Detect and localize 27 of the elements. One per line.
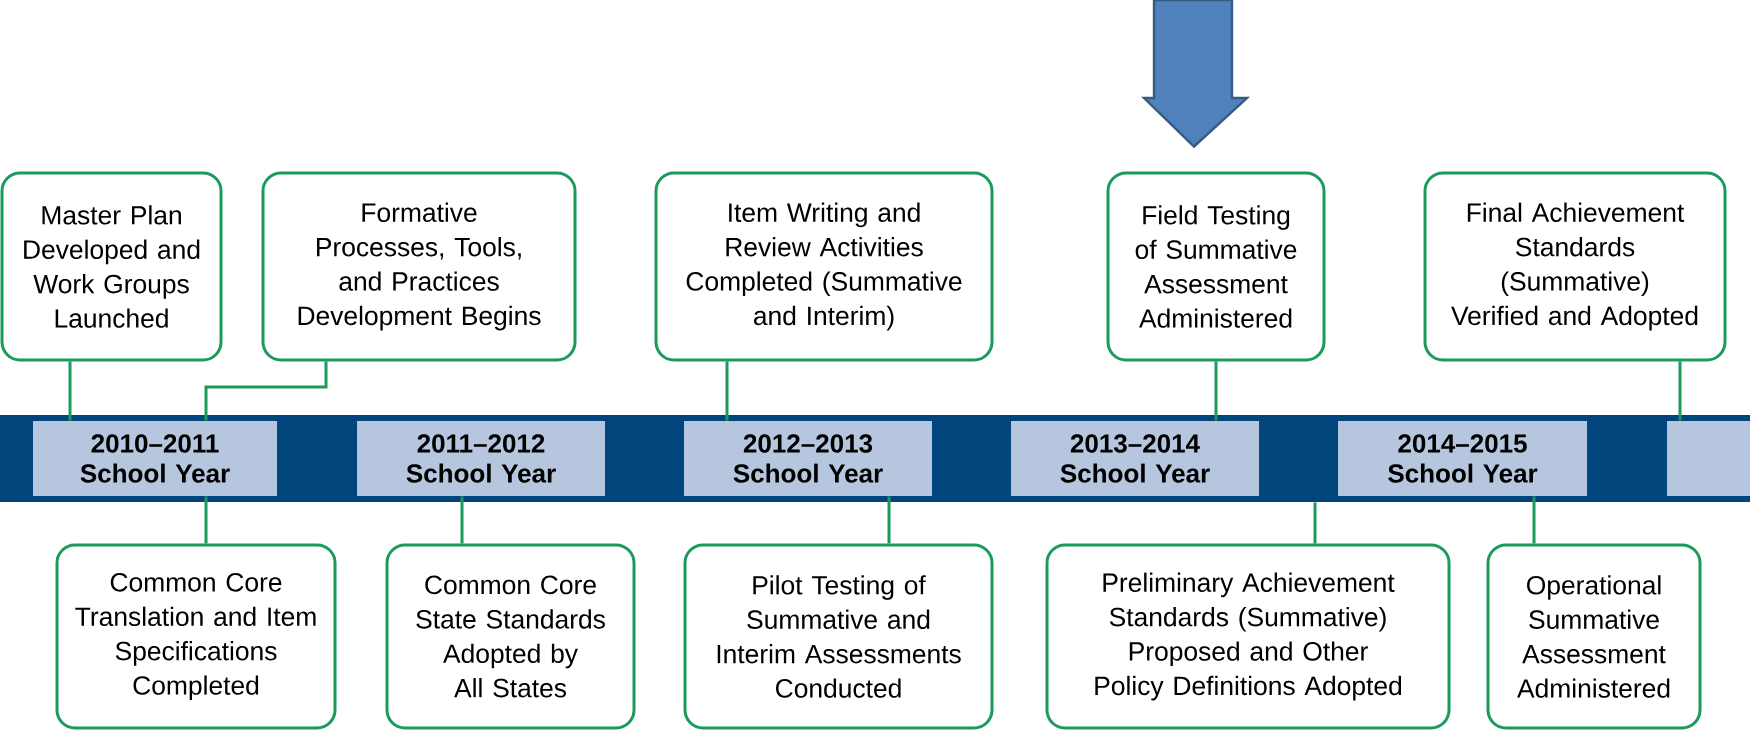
year-segment: 2014–2015 School Year: [1338, 421, 1587, 496]
connector-line: [204, 496, 208, 544]
milestone-box: Field Testing of Summative Assessment Administered: [1106, 171, 1326, 362]
year-segment: 2010–2011 School Year: [33, 421, 277, 496]
milestone-box: Item Writing and Review Activities Completed (Summative and Interim): [654, 171, 994, 362]
connector-line: [68, 361, 72, 421]
connector-line: [1313, 502, 1317, 544]
milestone-box: Master Plan Developed and Work Groups Launched: [0, 171, 223, 362]
year-segment: [1667, 421, 1750, 496]
milestone-box: Formative Processes, Tools, and Practices Development Begins: [261, 171, 577, 362]
connector-line: [887, 496, 891, 544]
connector-line: [204, 361, 328, 421]
connector-line: [1214, 361, 1218, 421]
year-segment: 2012–2013 School Year: [684, 421, 932, 496]
year-segment: 2011–2012 School Year: [357, 421, 605, 496]
milestone-box: Preliminary Achievement Standards (Summative) Proposed and Other Policy Definitions Adopted: [1045, 543, 1451, 730]
block-arrow: [1141, 0, 1251, 149]
milestone-box: Common Core Translation and Item Specifications Completed: [55, 543, 337, 730]
milestone-box: Final Achievement Standards (Summative) Verified and Adopted: [1423, 171, 1727, 362]
connector-line: [460, 496, 464, 544]
connector-line: [1532, 496, 1536, 544]
milestone-box: Pilot Testing of Summative and Interim Assessments Conducted: [683, 543, 994, 730]
milestone-box: Common Core State Standards Adopted by All States: [385, 543, 636, 730]
year-segment: 2013–2014 School Year: [1011, 421, 1259, 496]
connector-line: [1678, 361, 1682, 421]
connector-line: [725, 361, 729, 421]
milestone-box: Operational Summative Assessment Administered: [1486, 543, 1702, 730]
